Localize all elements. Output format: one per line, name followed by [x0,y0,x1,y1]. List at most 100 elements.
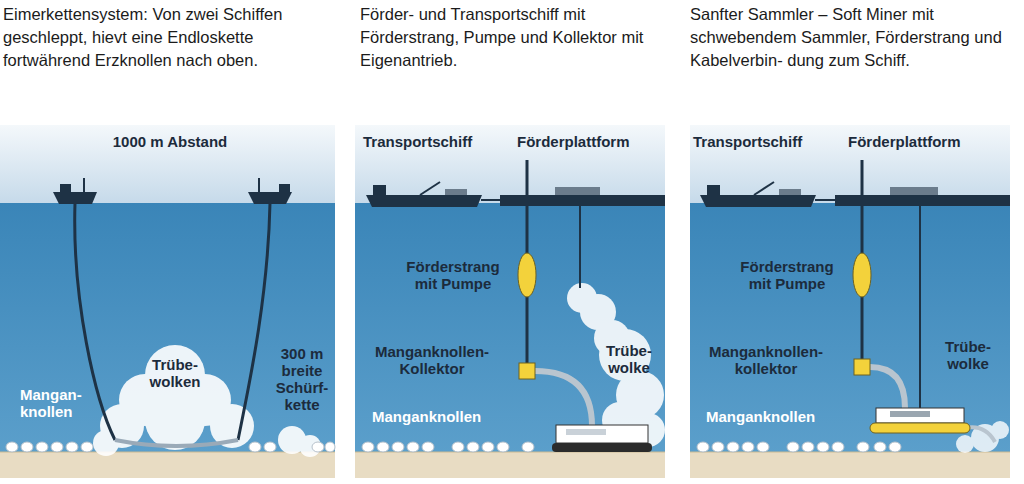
mast [258,178,260,192]
crawler [552,425,652,452]
nodule [497,442,509,452]
collector-buffer [854,359,870,375]
nodule [742,442,754,452]
nodule [36,442,48,452]
nodule [787,442,799,452]
panel-caption: Sanfter Sammler – Soft Miner mit schwebe… [690,3,1015,72]
cabin [373,185,386,195]
crane [754,182,774,195]
illustration-label: Trübe- wolke [935,338,1001,372]
water [690,203,1010,453]
illustration-label: Manganknollen [372,408,512,425]
nodules [6,442,335,452]
chain-line [75,203,115,440]
nodule [697,442,709,452]
hull [248,192,292,204]
panel-crawler [355,125,665,478]
transport-ship [700,182,816,207]
seafloor [690,452,1010,478]
nodule [81,442,93,452]
crawler-body [556,425,648,443]
nodule [727,442,739,452]
nodule [325,442,335,452]
illustration-label: Förderstrang mit Pumpe [729,258,845,292]
illustration-label: Manganknollen [706,408,846,425]
nodule [482,442,494,452]
cloud-puff [991,421,1009,439]
nodule [249,442,261,452]
sky [355,125,665,203]
panel-caption-box: Sanfter Sammler – Soft Miner mit schwebe… [690,3,1015,72]
nodule [857,442,869,452]
nodule [889,442,901,452]
nodule [712,442,724,452]
illustration-label: Förderplattform [848,133,998,150]
deck-house [890,187,938,195]
soft-miner [870,408,970,433]
panel-caption: Förder- und Transportschiff mit Förderst… [360,3,665,72]
transport-ship [366,182,482,207]
nodule [312,442,324,452]
illustration-label: Trübe- wolken [143,356,207,390]
nodule [802,442,814,452]
hull [366,195,482,207]
platform [835,160,1010,206]
discharge-pipe [579,206,581,288]
illustration-label: Manganknollen- Kollektor [366,343,498,377]
cloud-puff [93,430,119,456]
seafloor [0,452,335,478]
nodule [66,442,78,452]
sky [690,125,1010,203]
miner-body [876,408,964,423]
hose [870,367,905,408]
illustration-label: Transportschiff [363,133,493,150]
nodule [407,442,419,452]
illustration-label: 300 m breite Schürf- kette [271,345,333,413]
nodule [392,442,404,452]
crawler-detail [566,429,606,435]
nodule [832,442,844,452]
cabin [279,184,290,192]
ship [53,178,97,204]
cargo [779,189,801,195]
cloud-puff [956,435,974,453]
cabin [707,185,720,195]
seafloor [355,452,665,478]
tow-line [481,199,500,201]
platform-deck [835,195,1010,206]
nodules [362,442,534,452]
hull [53,192,97,204]
panel-caption: Eimerkettensystem: Von zwei Schiffen ges… [3,3,325,72]
scraper-chain [115,440,238,446]
nodule [522,442,534,452]
deck-house [555,187,600,195]
panel-soft-miner [690,125,1010,478]
illustration-label: Förderplattform [517,133,662,150]
panel-bucket-chain [0,125,335,478]
nodule [362,442,374,452]
collector-buffer [519,363,535,379]
miner-detail [890,411,930,417]
derrick [526,160,529,195]
nodule [6,442,18,452]
tow-line [815,199,835,201]
illustration-label: Manganknollen- kollektor [700,343,832,377]
pump [853,253,871,297]
platform [500,160,665,206]
nodule [21,442,33,452]
illustration-label: Trübe- wolke [598,342,660,376]
chain-line [238,203,270,440]
pump [518,253,536,297]
power-cable [919,206,921,408]
water [0,203,335,453]
nodule [377,442,389,452]
sky [0,125,335,203]
nodule [452,442,464,452]
illustration-label: Förderstrang mit Pumpe [395,258,511,292]
nodules [697,442,901,452]
crawler-track [552,443,652,452]
ship [248,178,292,204]
